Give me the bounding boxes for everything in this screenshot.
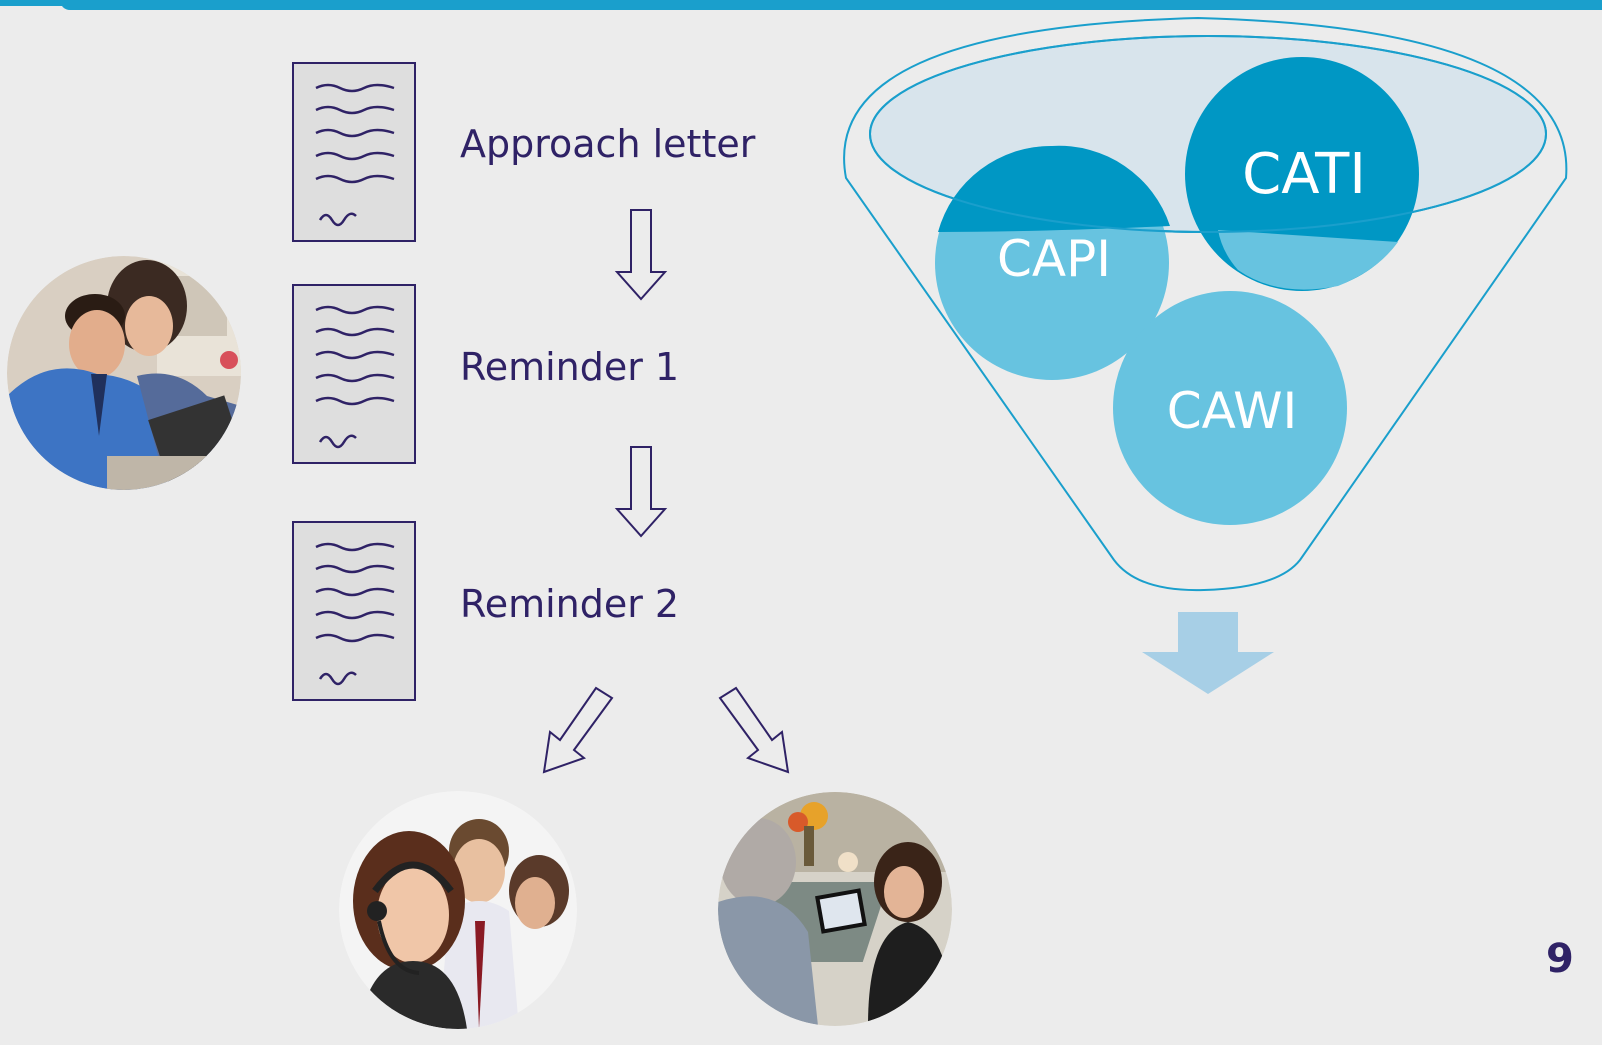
reminder-2-document-icon	[292, 521, 416, 701]
down-arrow-icon	[614, 209, 668, 301]
couple-at-laptop-photo	[7, 256, 241, 490]
diagonal-arrow-left-icon	[542, 686, 614, 774]
reminder-2-label: Reminder 2	[460, 582, 680, 626]
cawi-label: CAWI	[1167, 382, 1298, 440]
cawi-circle	[1113, 291, 1347, 525]
face-to-face-interview-photo	[718, 792, 952, 1026]
header-band	[0, 0, 1602, 6]
reminder-1-document-icon	[292, 284, 416, 464]
mode-funnel-diagram: CAPI CATI CAWI	[843, 16, 1568, 592]
down-arrow-icon	[614, 446, 668, 538]
call-center-agents-photo	[339, 791, 577, 1029]
funnel-outline	[843, 16, 1568, 592]
funnel-output-arrow-icon	[1142, 612, 1274, 694]
diagonal-arrow-right-icon	[718, 686, 790, 774]
page-number: 9	[1546, 936, 1574, 982]
approach-letter-document-icon	[292, 62, 416, 242]
approach-letter-label: Approach letter	[460, 122, 756, 166]
capi-label: CAPI	[997, 230, 1111, 288]
reminder-1-label: Reminder 1	[460, 345, 680, 389]
cati-label: CATI	[1242, 142, 1366, 207]
header-border	[60, 0, 1602, 10]
